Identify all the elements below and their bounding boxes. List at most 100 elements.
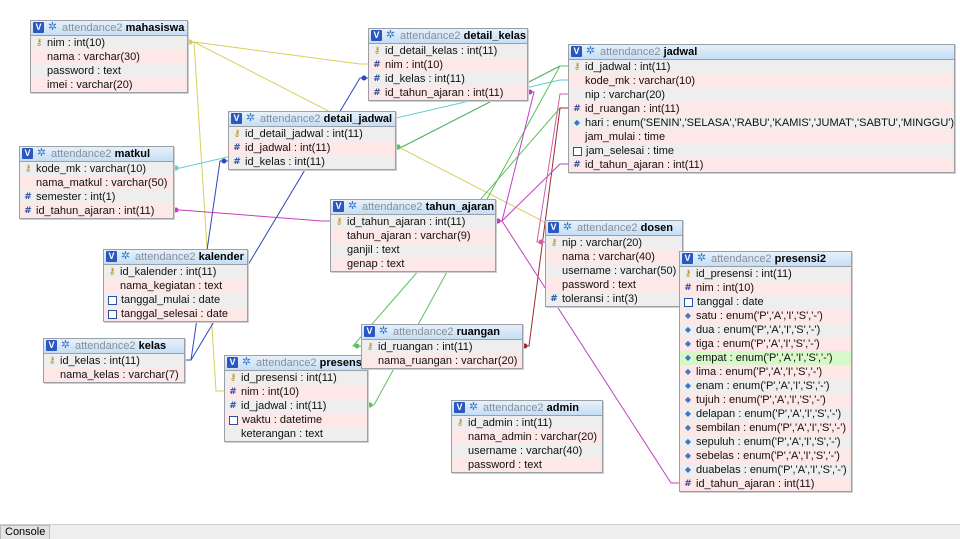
table-field[interactable]: nama_kegiatan : text xyxy=(104,279,247,293)
table-field[interactable]: ⚷id_detail_kelas : int(11) xyxy=(369,44,527,58)
table-field[interactable]: genap : text xyxy=(331,257,495,271)
table-field[interactable]: ⚷id_ruangan : int(11) xyxy=(362,340,522,354)
toggle-columns-icon[interactable]: V xyxy=(227,357,238,368)
table-mahasiswa[interactable]: V✲attendance2 mahasiswa⚷nim : int(10)nam… xyxy=(30,20,188,93)
gear-icon[interactable]: ✲ xyxy=(347,200,358,212)
table-field[interactable]: ⚷id_kalender : int(11) xyxy=(104,265,247,279)
table-field[interactable]: ⚷id_admin : int(11) xyxy=(452,416,602,430)
table-jadwal[interactable]: V✲attendance2 jadwal⚷id_jadwal : int(11)… xyxy=(568,44,955,173)
toggle-columns-icon[interactable]: V xyxy=(22,148,33,159)
gear-icon[interactable]: ✲ xyxy=(562,221,573,233)
table-field[interactable]: keterangan : text xyxy=(225,427,367,441)
table-field[interactable]: tanggal_selesai : date xyxy=(104,307,247,321)
gear-icon[interactable]: ✲ xyxy=(468,401,479,413)
table-field[interactable]: ◆dua : enum('P','A','I','S','-') xyxy=(680,323,851,337)
table-detail-jadwal[interactable]: V✲attendance2 detail_jadwal⚷id_detail_ja… xyxy=(228,111,396,170)
table-field[interactable]: tahun_ajaran : varchar(9) xyxy=(331,229,495,243)
table-field[interactable]: nama_kelas : varchar(7) xyxy=(44,368,184,382)
toggle-columns-icon[interactable]: V xyxy=(548,222,559,233)
table-header[interactable]: V✲attendance2 detail_kelas xyxy=(369,29,527,44)
table-field[interactable]: #id_kelas : int(11) xyxy=(229,155,395,169)
table-field[interactable]: tanggal_mulai : date xyxy=(104,293,247,307)
table-header[interactable]: V✲attendance2 presensi2 xyxy=(680,252,851,267)
table-field[interactable]: ⚷id_kelas : int(11) xyxy=(44,354,184,368)
gear-icon[interactable]: ✲ xyxy=(241,356,252,368)
gear-icon[interactable]: ✲ xyxy=(385,29,396,41)
table-header[interactable]: V✲attendance2 tahun_ajaran xyxy=(331,200,495,215)
table-field[interactable]: ⚷id_presensi : int(11) xyxy=(680,267,851,281)
table-field[interactable]: #nim : int(10) xyxy=(225,385,367,399)
toggle-columns-icon[interactable]: V xyxy=(682,253,693,264)
table-field[interactable]: nip : varchar(20) xyxy=(569,88,954,102)
table-detail-kelas[interactable]: V✲attendance2 detail_kelas⚷id_detail_kel… xyxy=(368,28,528,101)
gear-icon[interactable]: ✲ xyxy=(36,147,47,159)
toggle-columns-icon[interactable]: V xyxy=(454,402,465,413)
table-field[interactable]: nama : varchar(30) xyxy=(31,50,187,64)
table-field[interactable]: ◆sembilan : enum('P','A','I','S','-') xyxy=(680,421,851,435)
table-field[interactable]: #toleransi : int(3) xyxy=(546,292,682,306)
table-header[interactable]: V✲attendance2 detail_jadwal xyxy=(229,112,395,127)
table-field[interactable]: ◆enam : enum('P','A','I','S','-') xyxy=(680,379,851,393)
table-field[interactable]: password : text xyxy=(452,458,602,472)
toggle-columns-icon[interactable]: V xyxy=(333,201,344,212)
table-field[interactable]: ◆satu : enum('P','A','I','S','-') xyxy=(680,309,851,323)
table-presensi[interactable]: V✲attendance2 presensi⚷id_presensi : int… xyxy=(224,355,368,442)
table-header[interactable]: V✲attendance2 kalender xyxy=(104,250,247,265)
table-field[interactable]: #nim : int(10) xyxy=(680,281,851,295)
table-field[interactable]: ◆empat : enum('P','A','I','S','-') xyxy=(680,351,851,365)
table-field[interactable]: ⚷id_jadwal : int(11) xyxy=(569,60,954,74)
table-admin[interactable]: V✲attendance2 admin⚷id_admin : int(11)na… xyxy=(451,400,603,473)
gear-icon[interactable]: ✲ xyxy=(47,21,58,33)
table-field[interactable]: ◆sebelas : enum('P','A','I','S','-') xyxy=(680,449,851,463)
table-field[interactable]: #id_kelas : int(11) xyxy=(369,72,527,86)
table-field[interactable]: ◆tujuh : enum('P','A','I','S','-') xyxy=(680,393,851,407)
table-field[interactable]: #id_tahun_ajaran : int(11) xyxy=(20,204,173,218)
table-field[interactable]: ◆delapan : enum('P','A','I','S','-') xyxy=(680,407,851,421)
gear-icon[interactable]: ✲ xyxy=(696,252,707,264)
table-kalender[interactable]: V✲attendance2 kalender⚷id_kalender : int… xyxy=(103,249,248,322)
table-field[interactable]: nama_admin : varchar(20) xyxy=(452,430,602,444)
table-field[interactable]: tanggal : date xyxy=(680,295,851,309)
table-field[interactable]: #id_jadwal : int(11) xyxy=(229,141,395,155)
table-field[interactable]: #id_ruangan : int(11) xyxy=(569,102,954,116)
toggle-columns-icon[interactable]: V xyxy=(46,340,57,351)
table-header[interactable]: V✲attendance2 presensi xyxy=(225,356,367,371)
table-tahun-ajaran[interactable]: V✲attendance2 tahun_ajaran⚷id_tahun_ajar… xyxy=(330,199,496,272)
toggle-columns-icon[interactable]: V xyxy=(106,251,117,262)
table-field[interactable]: password : text xyxy=(31,64,187,78)
table-field[interactable]: ◆tiga : enum('P','A','I','S','-') xyxy=(680,337,851,351)
table-field[interactable]: ⚷nip : varchar(20) xyxy=(546,236,682,250)
table-field[interactable]: nama_matkul : varchar(50) xyxy=(20,176,173,190)
gear-icon[interactable]: ✲ xyxy=(245,112,256,124)
table-presensi2[interactable]: V✲attendance2 presensi2⚷id_presensi : in… xyxy=(679,251,852,492)
table-field[interactable]: username : varchar(40) xyxy=(452,444,602,458)
table-field[interactable]: ◆hari : enum('SENIN','SELASA','RABU','KA… xyxy=(569,116,954,130)
table-field[interactable]: ⚷id_tahun_ajaran : int(11) xyxy=(331,215,495,229)
table-matkul[interactable]: V✲attendance2 matkul⚷kode_mk : varchar(1… xyxy=(19,146,174,219)
toggle-columns-icon[interactable]: V xyxy=(231,113,242,124)
table-header[interactable]: V✲attendance2 ruangan xyxy=(362,325,522,340)
table-field[interactable]: ⚷kode_mk : varchar(10) xyxy=(20,162,173,176)
gear-icon[interactable]: ✲ xyxy=(378,325,389,337)
table-field[interactable]: imei : varchar(20) xyxy=(31,78,187,92)
table-field[interactable]: ⚷id_presensi : int(11) xyxy=(225,371,367,385)
gear-icon[interactable]: ✲ xyxy=(585,45,596,57)
table-field[interactable]: nama_ruangan : varchar(20) xyxy=(362,354,522,368)
table-field[interactable]: jam_selesai : time xyxy=(569,144,954,158)
table-field[interactable]: ⚷nim : int(10) xyxy=(31,36,187,50)
table-field[interactable]: kode_mk : varchar(10) xyxy=(569,74,954,88)
table-field[interactable]: #id_tahun_ajaran : int(11) xyxy=(369,86,527,100)
toggle-columns-icon[interactable]: V xyxy=(364,326,375,337)
table-header[interactable]: V✲attendance2 kelas xyxy=(44,339,184,354)
table-field[interactable]: waktu : datetime xyxy=(225,413,367,427)
table-field[interactable]: #semester : int(1) xyxy=(20,190,173,204)
toggle-columns-icon[interactable]: V xyxy=(33,22,44,33)
table-field[interactable]: ◆duabelas : enum('P','A','I','S','-') xyxy=(680,463,851,477)
table-kelas[interactable]: V✲attendance2 kelas⚷id_kelas : int(11)na… xyxy=(43,338,185,383)
gear-icon[interactable]: ✲ xyxy=(120,250,131,262)
table-header[interactable]: V✲attendance2 admin xyxy=(452,401,602,416)
table-header[interactable]: V✲attendance2 matkul xyxy=(20,147,173,162)
table-dosen[interactable]: V✲attendance2 dosen⚷nip : varchar(20)nam… xyxy=(545,220,683,307)
table-field[interactable]: #id_tahun_ajaran : int(11) xyxy=(680,477,851,491)
table-field[interactable]: nama : varchar(40) xyxy=(546,250,682,264)
